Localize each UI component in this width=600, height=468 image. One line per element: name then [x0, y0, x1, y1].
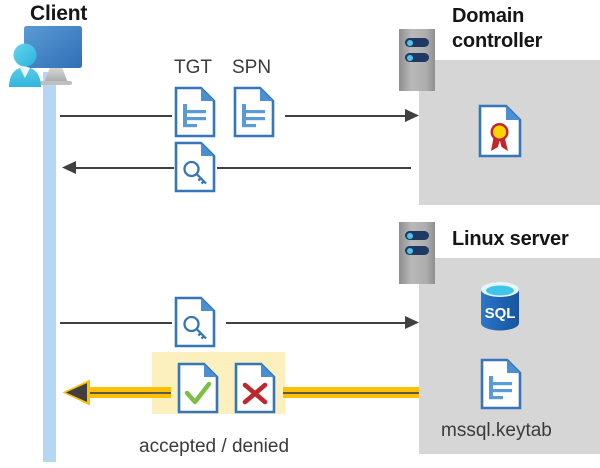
server-led-2: [405, 53, 429, 62]
accepted-denied-label: accepted / denied: [139, 436, 290, 457]
flow-ticket-arrowhead: [60, 160, 76, 175]
spn-document-icon: [233, 86, 275, 138]
domain-controller-label: Domain controller: [452, 4, 542, 54]
tgt-label: TGT: [174, 57, 212, 78]
server-led-1: [405, 38, 429, 47]
client-lifeline: [43, 72, 56, 462]
svg-text:SQL: SQL: [485, 305, 516, 322]
domain-controller-server-icon: [399, 29, 435, 91]
ticket-key-document-icon: [174, 141, 216, 193]
flow-present-line-left: [60, 322, 172, 324]
linux-server-icon: [399, 222, 435, 284]
tgt-document-icon: [174, 86, 216, 138]
domain-controller-label-line2: controller: [452, 30, 543, 52]
keytab-document-icon: [480, 358, 522, 410]
spn-label: SPN: [232, 57, 272, 78]
client-icon: [6, 25, 102, 95]
keytab-filename-label: mssql.keytab: [441, 420, 552, 441]
domain-controller-label-line1: Domain: [452, 5, 525, 27]
flow-present-arrowhead: [405, 315, 421, 330]
flow-request-arrowhead: [405, 108, 421, 123]
service-ticket-key-document-icon: [174, 296, 216, 348]
sql-database-icon: SQL: [476, 280, 524, 332]
flow-present-line-right: [226, 322, 411, 324]
flow-request-line-left: [60, 115, 172, 117]
auth-result-arrow-left-core: [88, 391, 171, 394]
client-label: Client: [30, 2, 88, 25]
linux-server-label: Linux server: [452, 228, 569, 250]
certificate-document-icon: [478, 104, 522, 158]
server-led-2: [405, 246, 429, 255]
flow-ticket-line-right: [217, 167, 411, 169]
auth-result-arrow-right-core: [283, 391, 419, 394]
accepted-document-icon: [177, 362, 219, 414]
server-led-1: [405, 231, 429, 240]
flow-request-line-right: [285, 115, 411, 117]
auth-result-arrowhead: [60, 378, 92, 407]
flow-ticket-line-left: [75, 167, 174, 169]
denied-document-icon: [234, 362, 276, 414]
